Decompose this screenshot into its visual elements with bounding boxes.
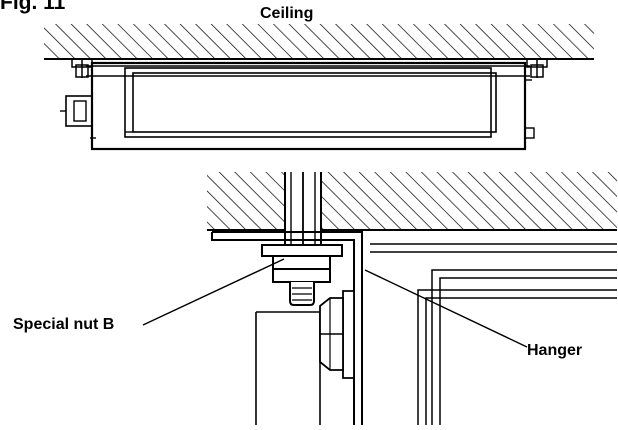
ceiling-label: Ceiling [260, 5, 314, 22]
special-nut-label: Special nut B [13, 316, 115, 333]
ceiling-hatch-top [44, 24, 594, 60]
ceiling-hatch-detail [207, 172, 617, 231]
unit-side-panel [370, 243, 617, 426]
side-bolt [319, 290, 355, 379]
special-nut-b [261, 244, 343, 306]
leader-lines [142, 258, 528, 348]
unit-body-detail [255, 311, 321, 426]
hanger-left-top [71, 58, 93, 78]
indoor-unit [60, 61, 535, 151]
hanger-right-top [526, 58, 548, 78]
figure-title: Fig. 11 [0, 0, 66, 14]
hanger-label: Hanger [527, 342, 583, 359]
